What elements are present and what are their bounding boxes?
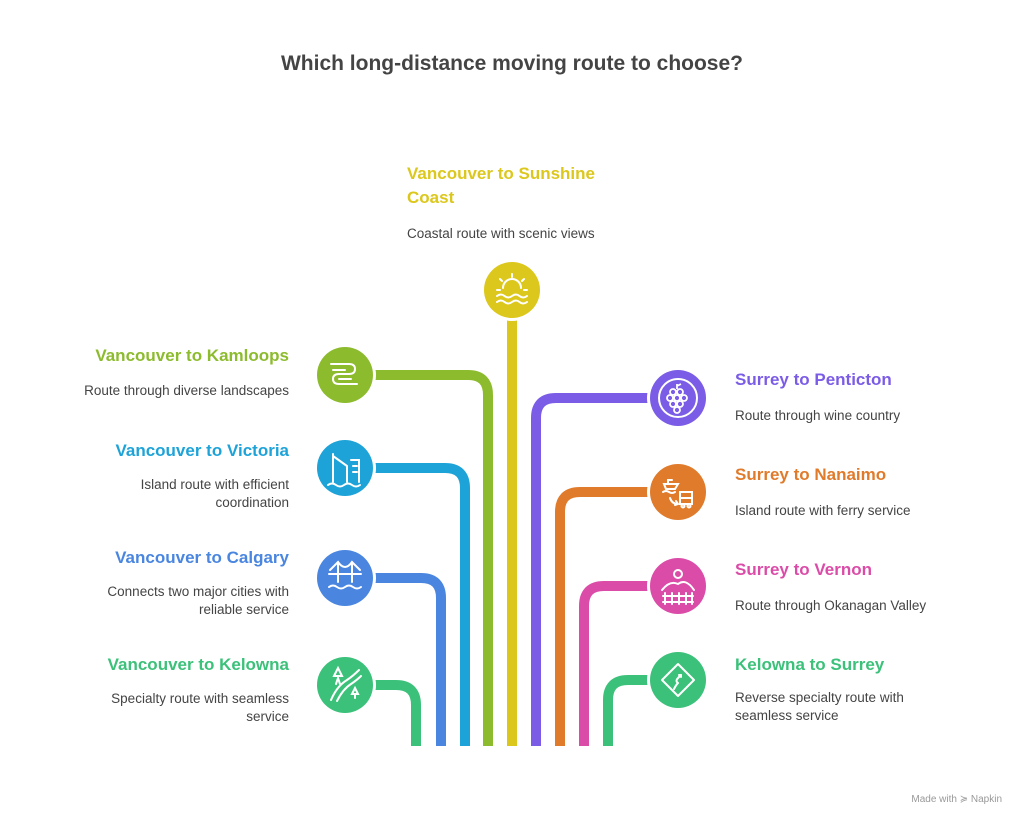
route-description: Connects two major cities with reliable … xyxy=(107,584,289,617)
line-kelowna xyxy=(370,680,421,746)
route-description: Route through diverse landscapes xyxy=(84,383,289,398)
route-title: Surrey to Penticton xyxy=(735,370,892,389)
route-title: Surrey to Vernon xyxy=(735,560,872,579)
grapes-icon xyxy=(647,367,709,429)
route-title: Vancouver to Kamloops xyxy=(95,346,289,365)
bridge-icon xyxy=(314,547,376,609)
route-description: Island route with ferry service xyxy=(735,503,911,518)
line-vernon xyxy=(579,581,653,746)
line-kelowna-surrey xyxy=(603,675,653,746)
ferry-truck-icon xyxy=(647,461,709,523)
route-description: Route through wine country xyxy=(735,408,901,423)
route-title: Vancouver to Kelowna xyxy=(107,655,289,674)
forest-road-icon xyxy=(314,654,376,716)
route-title: Vancouver to Sunshine Coast xyxy=(407,164,595,207)
route-description: Coastal route with scenic views xyxy=(407,226,595,241)
valley-fence-icon xyxy=(647,555,709,617)
route-title: Vancouver to Victoria xyxy=(115,441,289,460)
line-penticton xyxy=(531,393,653,746)
route-description: Reverse specialty route with seamless se… xyxy=(735,690,904,723)
line-kamloops xyxy=(370,370,493,746)
route-description: Specialty route with seamless service xyxy=(111,691,289,724)
route-title: Surrey to Nanaimo xyxy=(735,465,887,484)
route-description: Island route with efficient coordination xyxy=(140,477,289,510)
line-nanaimo xyxy=(555,487,653,746)
line-victoria xyxy=(370,463,470,746)
road-sign-icon xyxy=(647,649,709,711)
route-title: Vancouver to Calgary xyxy=(115,548,289,567)
diagram-title: Which long-distance moving route to choo… xyxy=(280,52,743,75)
winding-road-icon xyxy=(314,344,376,406)
harbor-crane-icon xyxy=(314,437,376,499)
line-calgary xyxy=(370,573,446,746)
route-title: Kelowna to Surrey xyxy=(735,655,885,674)
sun-over-waves-icon xyxy=(481,259,543,321)
napkin-credit: Made with ≽ Napkin xyxy=(911,794,1002,805)
route-description: Route through Okanagan Valley xyxy=(735,598,927,613)
